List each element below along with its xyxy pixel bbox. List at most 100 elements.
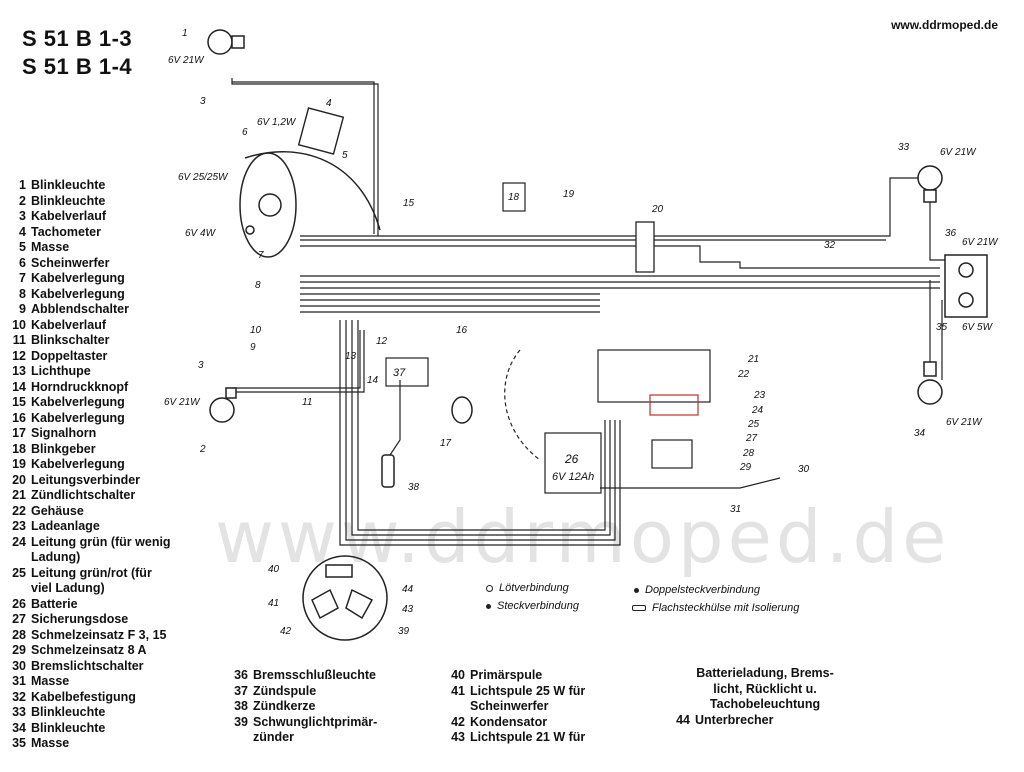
- callout-24: 24: [751, 405, 764, 416]
- callout-35: 35: [936, 322, 948, 333]
- legend-text: Doppeltaster: [31, 348, 108, 363]
- legend-num: 20: [12, 472, 26, 487]
- legend-num: 18: [12, 441, 26, 456]
- legend-text: Blinkleuchte: [31, 705, 106, 719]
- legend-text: Horndruckknopf: [31, 379, 129, 394]
- callout-30: 30: [798, 464, 810, 475]
- callout-19: 19: [563, 189, 575, 200]
- legend-num: 37: [234, 683, 248, 698]
- callout-42: 42: [280, 626, 292, 637]
- callout-9: 9: [250, 342, 256, 353]
- legend-num: 3: [19, 209, 26, 223]
- legend-text: Kabelverlegung: [31, 410, 125, 425]
- callout-43: 43: [402, 604, 414, 615]
- legend-row-12: 12 Doppeltaster: [6, 349, 216, 365]
- legend-text: Kabelverlauf: [31, 209, 107, 223]
- legend-num: 41: [451, 683, 465, 698]
- legend-text: Kabelverlauf: [31, 317, 107, 332]
- legend-num: 27: [12, 612, 26, 626]
- callout-36: 36: [945, 228, 957, 239]
- callout-39: 39: [398, 626, 410, 637]
- callout-27: 27: [745, 433, 758, 444]
- legend-num: 5: [19, 240, 26, 254]
- legend-text: Leitung grün/rot (für viel Ladung): [31, 565, 152, 596]
- legend-text: Masse: [31, 240, 70, 254]
- legend-num: 32: [12, 689, 26, 704]
- callout-11: 11: [302, 397, 312, 408]
- legend-num: 19: [12, 457, 26, 471]
- callout-33: 33: [898, 142, 910, 153]
- symbol-doppel-label: Doppelsteckverbindung: [645, 584, 760, 596]
- legend-text: Blinkschalter: [31, 333, 110, 347]
- legend-num: 6: [19, 255, 26, 270]
- legend-row-43: 43 Lichtspule 21 W für: [445, 730, 585, 746]
- legend-num: 43: [451, 730, 465, 744]
- symbol-steck-label: Steckverbindung: [497, 600, 579, 612]
- callout-7: 7: [258, 250, 264, 261]
- legend-num: 25: [12, 565, 26, 580]
- model-title-1: S 51 B 1-3: [22, 26, 133, 51]
- symbol-steck: Steckverbindung: [486, 600, 579, 612]
- symbol-loet-label: Lötverbindung: [499, 582, 569, 594]
- legend-text: Zündkerze: [253, 699, 316, 713]
- legend-num: 40: [451, 668, 465, 682]
- blink33-rating: 6V 21W: [940, 147, 977, 158]
- legend-row-5: 5 Masse: [6, 240, 216, 256]
- legend-text: Blinkleuchte: [31, 720, 106, 735]
- legend-num: 39: [234, 714, 248, 729]
- legend-43-continuation: Batterieladung, Brems- licht, Rücklicht …: [696, 666, 834, 711]
- legend-text: Ladeanlage: [31, 519, 100, 533]
- legend-row-33: 33 Blinkleuchte: [6, 705, 216, 721]
- callout-8: 8: [255, 280, 261, 291]
- legend-text: Bremsschlußleuchte: [253, 668, 376, 682]
- legend-num: 29: [12, 643, 26, 657]
- legend-text: Schmelzeinsatz F 3, 15: [31, 627, 167, 642]
- legend-text: Lichtspule 21 W für: [470, 730, 586, 744]
- legend-text: Zündlichtschalter: [31, 488, 136, 502]
- legend-text: Leitung grün (für wenig Ladung): [31, 534, 171, 565]
- callout-14: 14: [367, 375, 379, 386]
- callout-32: 32: [824, 240, 836, 251]
- legend-text: Batterie: [31, 596, 78, 611]
- callout-17: 17: [440, 438, 452, 449]
- legend-num: 12: [12, 348, 26, 363]
- legend-row-44: 44 Unterbrecher: [670, 713, 860, 729]
- legend-row-3: 3 Kabelverlauf: [6, 209, 216, 225]
- callout-4: 4: [326, 98, 332, 109]
- website-label: www.ddrmoped.de: [891, 18, 998, 32]
- legend-text: Kondensator: [470, 714, 548, 729]
- symbol-loet: Lötverbindung: [486, 582, 569, 594]
- legend-text: Unterbrecher: [695, 712, 774, 727]
- legend-num: 31: [12, 674, 26, 688]
- legend-text: Bremslichtschalter: [31, 658, 144, 673]
- blink2-rating: 6V 21W: [164, 397, 201, 408]
- legend-text: Zündspule: [253, 683, 317, 698]
- callout-15: 15: [403, 198, 415, 209]
- callout-38: 38: [408, 482, 420, 493]
- legend-row-25: 25 Leitung grün/rot (für viel Ladung): [6, 566, 216, 597]
- callout-41: 41: [268, 598, 279, 609]
- legend-num: 33: [12, 705, 26, 719]
- legend-num: 30: [12, 658, 26, 673]
- rear-light-rating-1: 6V 21W: [962, 237, 999, 248]
- legend-num: 13: [12, 364, 26, 378]
